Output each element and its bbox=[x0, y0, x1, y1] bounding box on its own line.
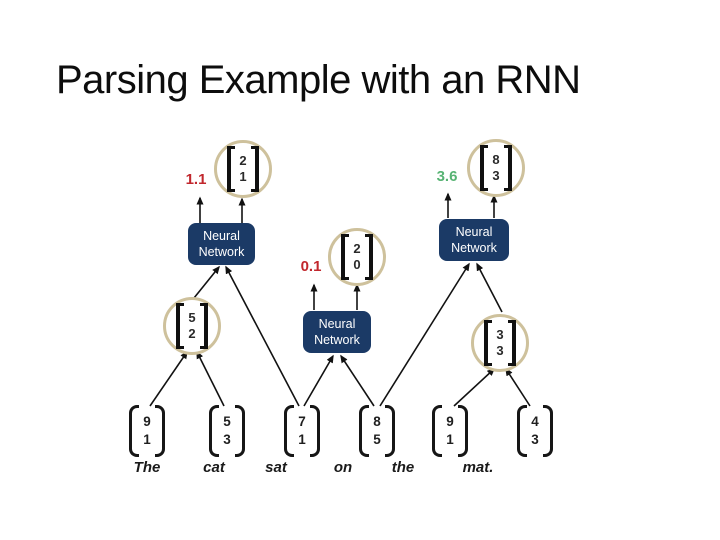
neural-network-box-middle: Neural Network bbox=[303, 311, 371, 353]
word-vector-mat: 4 3 bbox=[514, 404, 556, 458]
vector-value: 9 bbox=[446, 413, 454, 429]
edge-The-to-node52 bbox=[149, 350, 188, 407]
nn-label-line1: Neural bbox=[455, 224, 493, 239]
word-vector-cat: 5 3 bbox=[206, 404, 248, 458]
right-bracket-icon bbox=[250, 146, 259, 192]
neural-network-box-left: Neural Network bbox=[188, 223, 255, 265]
vector-value: 1 bbox=[298, 432, 306, 447]
parse-node-8-3: 8 3 bbox=[467, 139, 525, 197]
vector-value: 5 bbox=[223, 413, 231, 429]
nn-label-line2: Network bbox=[198, 245, 245, 259]
right-bracket-icon bbox=[384, 405, 395, 457]
vector-value: 9 bbox=[143, 413, 151, 429]
nn-label-line2: Network bbox=[451, 241, 497, 255]
vector-value: 3 bbox=[223, 432, 231, 447]
right-bracket-icon bbox=[542, 405, 553, 457]
left-bracket-icon bbox=[227, 146, 236, 192]
edge-sat-to-nn2 bbox=[303, 354, 334, 407]
nn-label-line1: Neural bbox=[203, 228, 240, 243]
vector-value: 3 bbox=[496, 343, 504, 358]
score-candidate-middle: 0.1 bbox=[300, 258, 322, 275]
right-bracket-icon bbox=[234, 405, 245, 457]
vector-value: 1 bbox=[143, 432, 151, 447]
edge-the-to-node33 bbox=[453, 367, 496, 407]
left-bracket-icon bbox=[209, 405, 220, 457]
word-label-sat: sat bbox=[265, 459, 287, 476]
vector-value: 3 bbox=[492, 168, 500, 183]
parse-node-2-0: 2 0 bbox=[328, 228, 386, 286]
right-bracket-icon bbox=[503, 145, 512, 191]
left-bracket-icon bbox=[341, 234, 350, 280]
vector-value: 3 bbox=[496, 326, 504, 342]
left-bracket-icon bbox=[432, 405, 443, 457]
nn-label-line2: Network bbox=[314, 333, 360, 347]
edge-cat-to-node52 bbox=[196, 350, 225, 407]
word-label-on: on bbox=[333, 459, 353, 476]
word-label-cat: cat bbox=[203, 459, 225, 476]
vector-value: 8 bbox=[373, 413, 381, 429]
left-bracket-icon bbox=[480, 145, 489, 191]
vector-value: 8 bbox=[492, 151, 500, 167]
vector-value: 2 bbox=[353, 240, 361, 256]
edge-sat-to-nn1 bbox=[225, 265, 300, 407]
edge-on-to-nn3 bbox=[379, 262, 470, 407]
left-bracket-icon bbox=[284, 405, 295, 457]
word-label-mat: mat. bbox=[462, 459, 494, 476]
left-bracket-icon bbox=[129, 405, 140, 457]
score-candidate-right: 3.6 bbox=[436, 168, 458, 185]
slide-title: Parsing Example with an RNN bbox=[56, 58, 581, 102]
left-bracket-icon bbox=[517, 405, 528, 457]
vector-value: 2 bbox=[188, 326, 196, 341]
parse-node-3-3: 3 3 bbox=[471, 314, 529, 372]
word-vector-sat: 7 1 bbox=[281, 404, 323, 458]
right-bracket-icon bbox=[154, 405, 165, 457]
word-vector-on: 8 5 bbox=[356, 404, 398, 458]
score-candidate-left: 1.1 bbox=[185, 171, 207, 188]
vector-value: 5 bbox=[373, 432, 381, 447]
right-bracket-icon bbox=[199, 303, 208, 349]
vector-value: 3 bbox=[531, 432, 539, 447]
vector-value: 5 bbox=[188, 309, 196, 325]
edge-on-to-nn2 bbox=[340, 354, 375, 407]
vector-value: 2 bbox=[239, 152, 247, 168]
word-vector-The: 9 1 bbox=[126, 404, 168, 458]
right-bracket-icon bbox=[457, 405, 468, 457]
edge-node33-to-nn3 bbox=[476, 262, 503, 313]
neural-network-box-right: Neural Network bbox=[439, 219, 509, 261]
right-bracket-icon bbox=[309, 405, 320, 457]
edge-node52-to-nn1 bbox=[193, 265, 220, 299]
word-label-The: The bbox=[133, 459, 161, 476]
right-bracket-icon bbox=[507, 320, 516, 366]
vector-value: 0 bbox=[353, 257, 361, 272]
edge-mat-to-node33 bbox=[505, 367, 531, 407]
left-bracket-icon bbox=[176, 303, 185, 349]
right-bracket-icon bbox=[364, 234, 373, 280]
vector-value: 1 bbox=[446, 432, 454, 447]
left-bracket-icon bbox=[359, 405, 370, 457]
vector-value: 7 bbox=[298, 413, 306, 429]
vector-value: 4 bbox=[531, 413, 539, 429]
word-label-the: the bbox=[391, 459, 415, 476]
parse-node-2-1: 2 1 bbox=[214, 140, 272, 198]
left-bracket-icon bbox=[484, 320, 493, 366]
nn-label-line1: Neural bbox=[318, 316, 356, 331]
word-vector-the: 9 1 bbox=[429, 404, 471, 458]
vector-value: 1 bbox=[239, 169, 247, 184]
parse-node-5-2: 5 2 bbox=[163, 297, 221, 355]
